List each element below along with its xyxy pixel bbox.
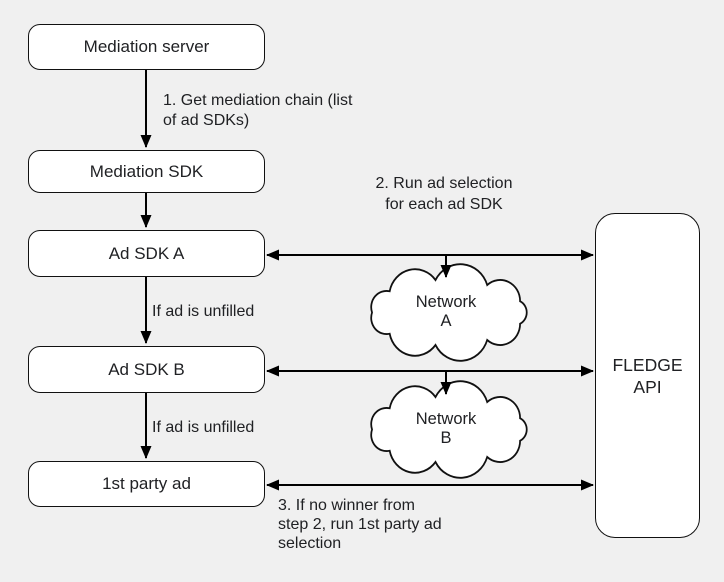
node-first-party-ad: 1st party ad xyxy=(28,461,265,507)
annotation-step2: 2. Run ad selection for each ad SDK xyxy=(375,175,513,213)
node-network-b-label: Network B xyxy=(415,410,477,447)
node-network-a-label: Network A xyxy=(415,293,477,330)
node-mediation-server: Mediation server xyxy=(28,24,265,70)
node-label: 1st party ad xyxy=(102,474,191,493)
node-ad-sdk-a: Ad SDK A xyxy=(28,230,265,277)
node-fledge-api: FLEDGE API xyxy=(595,213,700,538)
annotation-step1: 1. Get mediation chain (list of ad SDKs) xyxy=(163,92,353,129)
node-mediation-sdk: Mediation SDK xyxy=(28,150,265,193)
node-label: Mediation server xyxy=(83,37,210,56)
node-ad-sdk-b: Ad SDK B xyxy=(28,346,265,393)
node-label: Ad SDK B xyxy=(108,359,185,379)
node-label: Ad SDK A xyxy=(108,243,185,263)
annotation-step3: 3. If no winner from step 2, run 1st par… xyxy=(278,497,442,552)
annotation-if-ad-unfilled-b: If ad is unfilled xyxy=(152,419,255,436)
node-label: Mediation SDK xyxy=(89,161,204,181)
annotation-if-ad-unfilled-a: If ad is unfilled xyxy=(152,303,255,320)
